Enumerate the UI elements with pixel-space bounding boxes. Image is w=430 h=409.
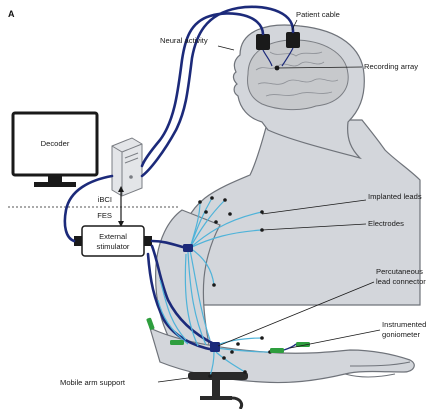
external-stimulator-label-2: stimulator xyxy=(97,242,130,251)
patient-cable-label: Patient cable xyxy=(296,10,340,19)
electrodes-label: Electrodes xyxy=(368,219,404,228)
external-stimulator-label-1: External xyxy=(99,232,127,241)
decoder-label: Decoder xyxy=(41,139,70,148)
instrumented-label-2: goniometer xyxy=(382,330,420,339)
decoder-monitor xyxy=(13,113,97,187)
fes-label: FES xyxy=(97,211,112,220)
instrumented-label-1: Instrumented xyxy=(382,320,426,329)
mobile-arm-support xyxy=(188,372,248,409)
mobile-arm-support-label: Mobile arm support xyxy=(60,378,126,387)
recording-array-label: Recording array xyxy=(364,62,418,71)
neural-activity-label: Neural activity xyxy=(160,36,208,45)
implanted-leads-label: Implanted leads xyxy=(368,192,422,201)
ibci-label: iBCI xyxy=(98,195,112,204)
percutaneous-label-2: lead connector xyxy=(376,277,426,286)
percutaneous-label-1: Percutaneous xyxy=(376,267,423,276)
panel-letter: A xyxy=(8,9,15,19)
computer-tower xyxy=(112,138,142,196)
external-stimulator xyxy=(74,226,152,256)
